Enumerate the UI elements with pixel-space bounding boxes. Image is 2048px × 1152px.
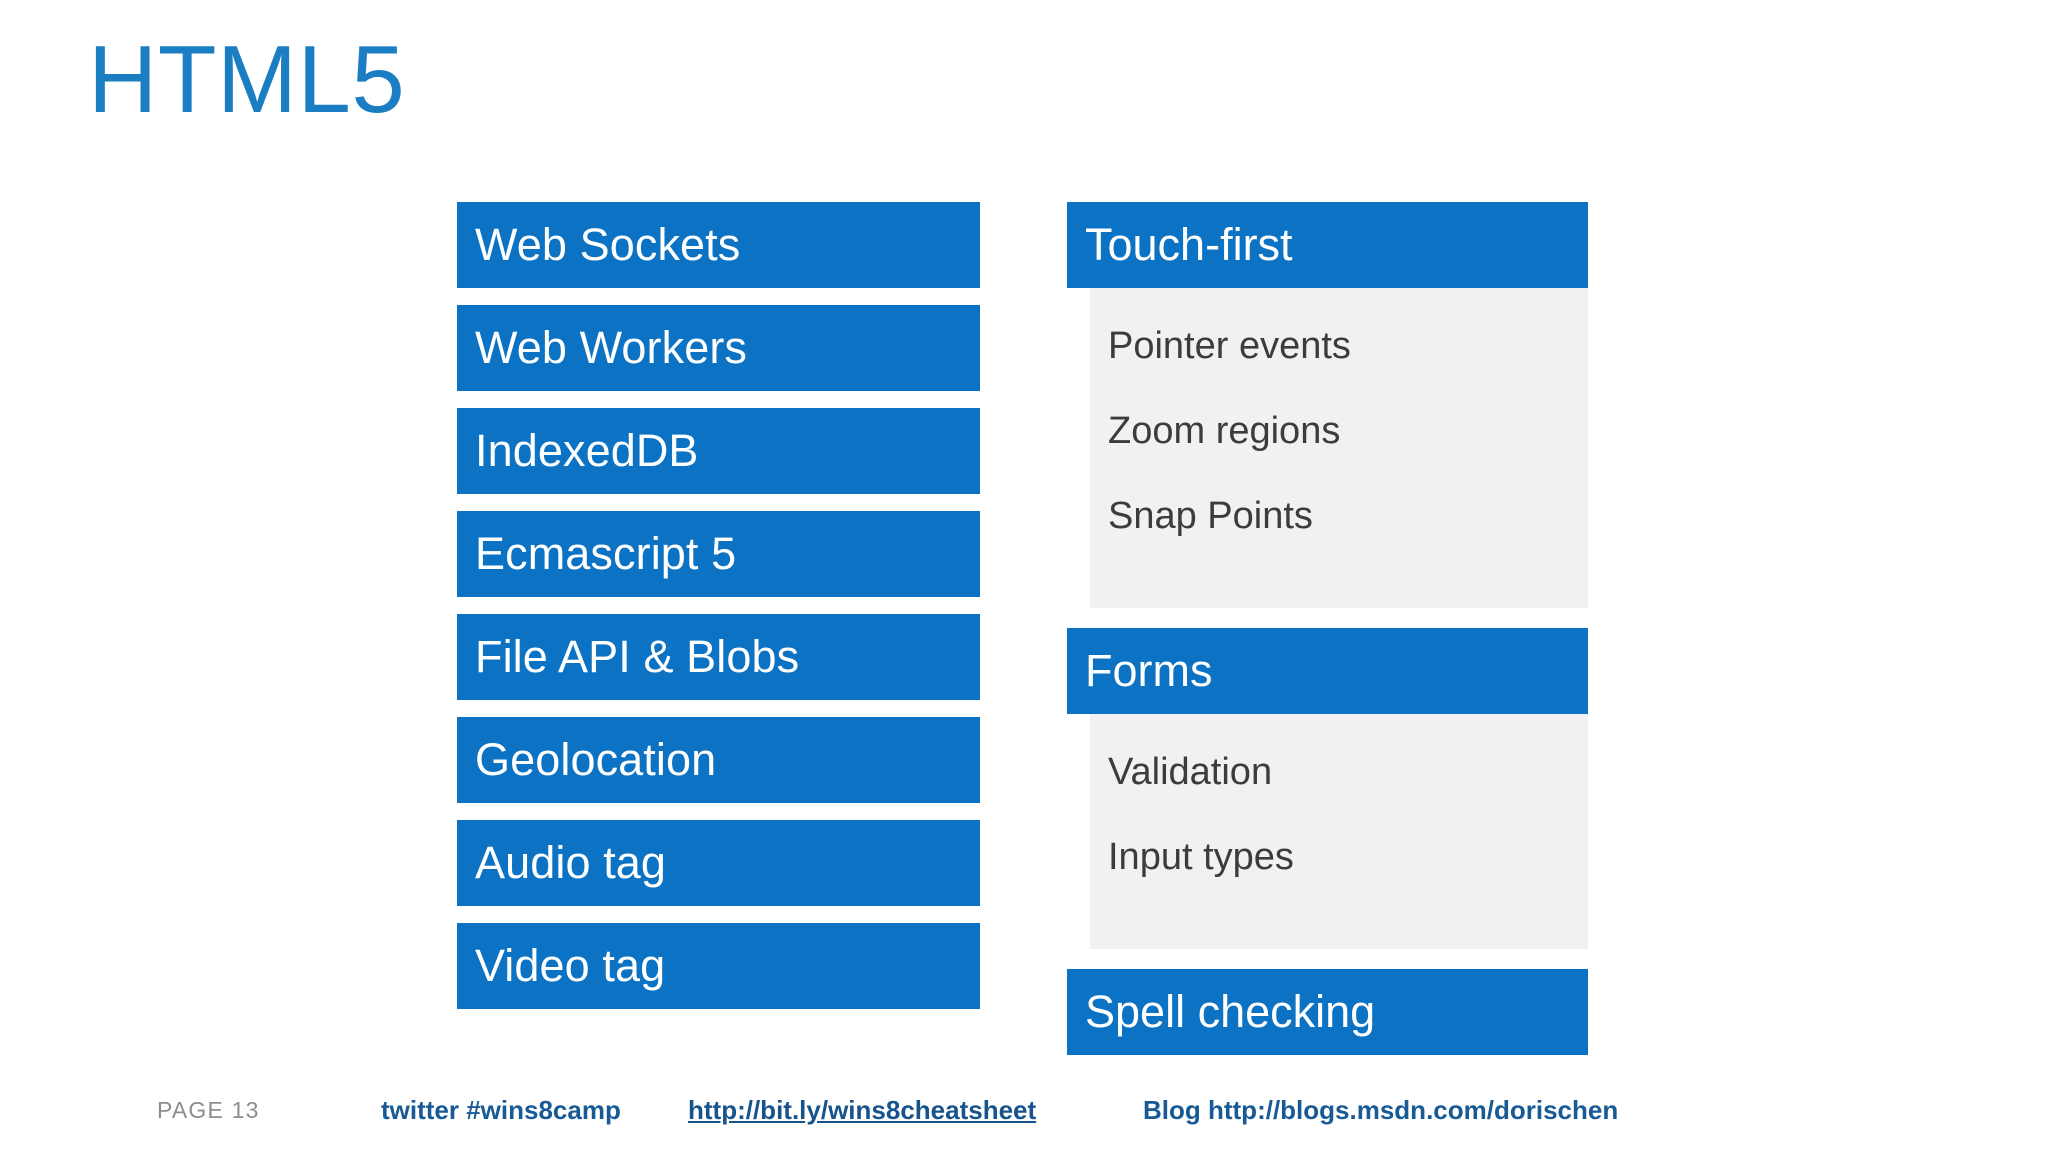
sub-item-input-types[interactable]: Input types — [1108, 836, 1294, 878]
feature-tile-ecmascript-5[interactable]: Ecmascript 5 — [457, 511, 980, 597]
feature-tile-video-tag[interactable]: Video tag — [457, 923, 980, 1009]
feature-tile-web-sockets[interactable]: Web Sockets — [457, 202, 980, 288]
feature-group-body-forms: Validation Input types — [1090, 714, 1588, 949]
feature-group-header-touch-first[interactable]: Touch-first — [1067, 202, 1588, 288]
feature-tile-geolocation[interactable]: Geolocation — [457, 717, 980, 803]
feature-tile-web-workers[interactable]: Web Workers — [457, 305, 980, 391]
feature-group-touch-first: Touch-first Pointer events Zoom regions … — [1067, 202, 1588, 608]
feature-tile-file-api-blobs[interactable]: File API & Blobs — [457, 614, 980, 700]
sub-item-zoom-regions[interactable]: Zoom regions — [1108, 410, 1341, 452]
blog-link[interactable]: Blog http://blogs.msdn.com/dorischen — [1143, 1095, 1619, 1125]
slide-footer: PAGE 13 twitter #wins8camp http://bit.ly… — [0, 1090, 2048, 1136]
page-title: HTML5 — [88, 26, 406, 133]
sub-item-pointer-events[interactable]: Pointer events — [1108, 325, 1351, 367]
feature-group-header-spell-checking[interactable]: Spell checking — [1067, 969, 1588, 1055]
feature-list-right: Touch-first Pointer events Zoom regions … — [1067, 202, 1588, 1055]
feature-group-body-touch-first: Pointer events Zoom regions Snap Points — [1090, 288, 1588, 608]
feature-group-forms: Forms Validation Input types — [1067, 628, 1588, 949]
feature-tile-indexeddb[interactable]: IndexedDB — [457, 408, 980, 494]
feature-group-header-forms[interactable]: Forms — [1067, 628, 1588, 714]
feature-group-spell-checking: Spell checking — [1067, 969, 1588, 1055]
feature-tile-audio-tag[interactable]: Audio tag — [457, 820, 980, 906]
feature-list-left: Web Sockets Web Workers IndexedDB Ecmasc… — [457, 202, 980, 1009]
sub-item-validation[interactable]: Validation — [1108, 751, 1273, 793]
cheatsheet-link[interactable]: http://bit.ly/wins8cheatsheet — [688, 1095, 1037, 1125]
sub-item-snap-points[interactable]: Snap Points — [1108, 495, 1313, 537]
twitter-hashtag: twitter #wins8camp — [381, 1095, 621, 1125]
page-number: PAGE 13 — [157, 1097, 260, 1123]
